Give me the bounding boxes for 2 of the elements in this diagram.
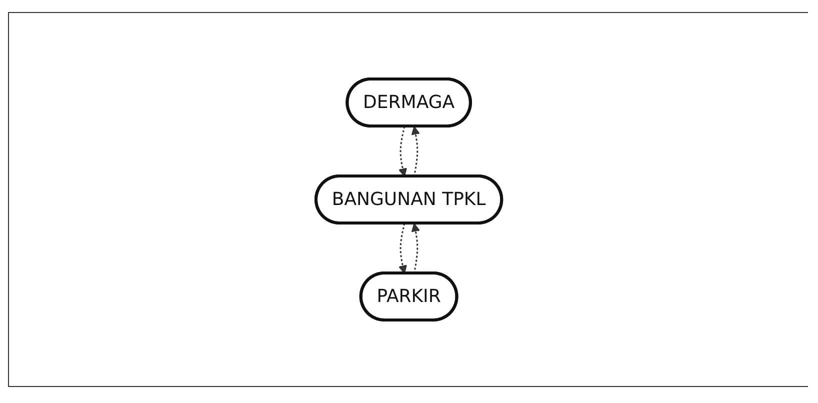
arrow [398,223,407,274]
arrow [398,126,407,177]
